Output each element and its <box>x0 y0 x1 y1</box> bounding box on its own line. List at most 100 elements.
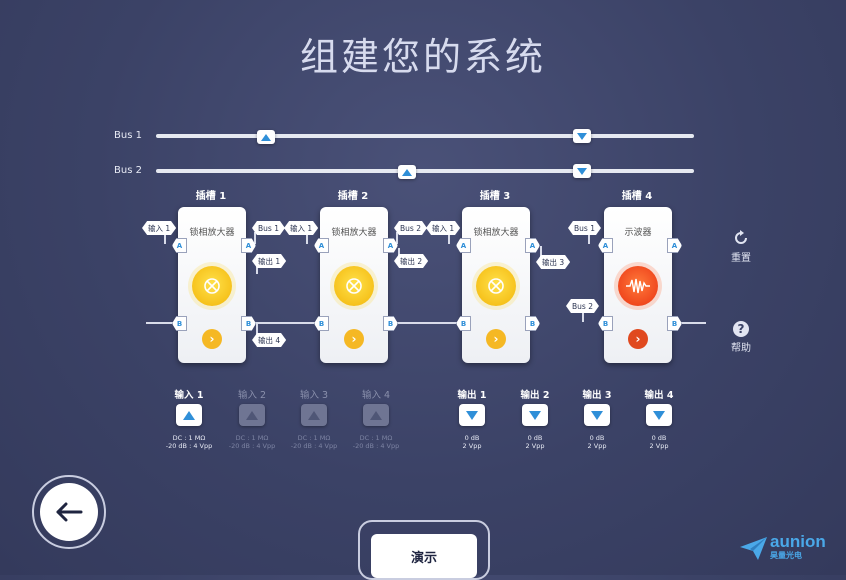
slot-3-port-a-in[interactable]: A <box>456 238 471 253</box>
wire-1-out4 <box>256 324 258 338</box>
slot-4-open-button[interactable]: › <box>628 329 648 349</box>
slot-2-open-button[interactable]: › <box>344 329 364 349</box>
slot-3-input-tag[interactable]: 输入 1 <box>426 221 461 235</box>
waveform-icon <box>626 278 650 294</box>
slot-2-port-a-out[interactable]: A <box>383 238 398 253</box>
wire-bus2-4-b <box>582 310 584 322</box>
bus-2-sink-marker[interactable] <box>573 164 591 178</box>
slot-4-port-a-out[interactable]: A <box>667 238 682 253</box>
lockin-symbol-icon <box>488 278 504 294</box>
output-1-button[interactable] <box>459 404 485 426</box>
demo-button[interactable]: 演示 <box>371 534 477 578</box>
wire-2-out2 <box>398 248 400 260</box>
slot-2-port-a-in[interactable]: A <box>314 238 329 253</box>
bus-1-sink-marker[interactable] <box>573 129 591 143</box>
output-4-label: 输出 4 <box>644 390 674 401</box>
slot-3-port-b-in[interactable]: B <box>456 316 471 331</box>
input-4-spec-line-1: DC : 1 MΩ <box>359 434 393 442</box>
slot-1-input-tag[interactable]: 输入 1 <box>142 221 177 235</box>
slot-2-bus-tag[interactable]: Bus 2 <box>394 221 427 235</box>
slot-3-output-tag-3[interactable]: 输出 3 <box>536 255 571 269</box>
wire-4-out-b <box>672 322 706 324</box>
input-2-spec: DC : 1 MΩ-20 dB : 4 Vpp <box>217 434 287 450</box>
bus-2-source-marker[interactable] <box>398 165 416 179</box>
triangle-up-icon <box>261 133 271 141</box>
slot-4-port-a-in[interactable]: A <box>598 238 613 253</box>
slot-1-port-a-in[interactable]: A <box>172 238 187 253</box>
wire-in-2-a <box>306 232 308 244</box>
chevron-right-icon: › <box>209 332 215 346</box>
triangle-down-icon <box>653 410 665 420</box>
slot-1-lockin-icon[interactable] <box>192 266 232 306</box>
wire-in-1-a <box>164 232 166 244</box>
reset-button[interactable]: 重置 <box>726 230 756 264</box>
bus-1-label: Bus 1 <box>114 130 142 141</box>
slot-4-bus1-tag[interactable]: Bus 1 <box>568 221 601 235</box>
slot-2-port-b-in[interactable]: B <box>314 316 329 331</box>
triangle-down-icon <box>577 132 587 140</box>
slot-3-lockin-icon[interactable] <box>476 266 516 306</box>
input-1-button[interactable] <box>176 404 202 426</box>
slot-2-output-tag-2[interactable]: 输出 2 <box>394 254 429 268</box>
slot-3-port-a-out[interactable]: A <box>525 238 540 253</box>
output-1-label: 输出 1 <box>457 390 487 401</box>
back-button-face[interactable] <box>40 483 98 541</box>
wire-bus1-4-a <box>588 232 590 244</box>
output-3-button[interactable] <box>584 404 610 426</box>
slot-4-module-name: 示波器 <box>624 228 652 238</box>
input-1-spec-line-1: DC : 1 MΩ <box>172 434 206 442</box>
output-4-spec-line-1: 0 dB <box>651 434 667 442</box>
wire-2-bus2 <box>396 232 398 244</box>
slot-1-bus-tag[interactable]: Bus 1 <box>252 221 285 235</box>
slot-2-input-tag[interactable]: 输入 1 <box>284 221 319 235</box>
input-3-spec-line-2: -20 dB : 4 Vpp <box>290 442 338 450</box>
bus-2-track[interactable] <box>156 169 694 173</box>
bus-1-track[interactable] <box>156 134 694 138</box>
paper-plane-logo-icon <box>740 537 767 560</box>
page-title: 组建您的系统 <box>299 35 546 79</box>
wire-in-b-1 <box>146 322 178 324</box>
chevron-right-icon: › <box>351 332 357 346</box>
slot-1-port-b-in[interactable]: B <box>172 316 187 331</box>
output-2-label: 输出 2 <box>520 390 550 401</box>
slot-4-port-b-out[interactable]: B <box>667 316 682 331</box>
slot-1-module-name: 锁相放大器 <box>189 228 235 238</box>
slot-4-port-b-in[interactable]: B <box>598 316 613 331</box>
slot-1-output-tag-4[interactable]: 输出 4 <box>252 333 287 347</box>
slot-4-bus2-tag[interactable]: Bus 2 <box>566 299 599 313</box>
output-3-label: 输出 3 <box>582 390 612 401</box>
slot-1-output-tag-1[interactable]: 输出 1 <box>252 254 287 268</box>
input-2-label: 输入 2 <box>237 390 267 401</box>
input-3-spec: DC : 1 MΩ-20 dB : 4 Vpp <box>279 434 349 450</box>
input-2-button[interactable] <box>239 404 265 426</box>
input-1-spec-line-2: -20 dB : 4 Vpp <box>165 442 213 450</box>
back-button[interactable] <box>32 475 106 549</box>
output-3-spec-line-2: 2 Vpp <box>587 442 607 450</box>
output-1-spec-line-1: 0 dB <box>464 434 480 442</box>
slot-2-port-b-out[interactable]: B <box>383 316 398 331</box>
logo: aunion 昊量光电 <box>740 533 826 563</box>
output-1-spec-line-2: 2 Vpp <box>462 442 482 450</box>
slot-1-port-a-out[interactable]: A <box>241 238 256 253</box>
triangle-up-icon <box>246 410 258 420</box>
bus-1-source-marker[interactable] <box>257 130 275 144</box>
help-label: 帮助 <box>731 343 751 354</box>
input-4-button[interactable] <box>363 404 389 426</box>
arrow-left-icon <box>56 502 83 522</box>
reset-icon <box>735 230 747 244</box>
output-2-button[interactable] <box>522 404 548 426</box>
output-4-button[interactable] <box>646 404 672 426</box>
triangle-up-icon <box>370 410 382 420</box>
output-2-spec-line-1: 0 dB <box>527 434 543 442</box>
slot-3-port-b-out[interactable]: B <box>525 316 540 331</box>
slot-1-port-b-out[interactable]: B <box>241 316 256 331</box>
slot-4-oscilloscope-icon[interactable] <box>618 266 658 306</box>
help-button[interactable]: ? 帮助 <box>726 321 756 354</box>
input-3-button[interactable] <box>301 404 327 426</box>
slot-1-open-button[interactable]: › <box>202 329 222 349</box>
output-2-spec-line-2: 2 Vpp <box>525 442 545 450</box>
wire-1-2-b <box>246 322 320 324</box>
slot-3-open-button[interactable]: › <box>486 329 506 349</box>
slot-2-lockin-icon[interactable] <box>334 266 374 306</box>
